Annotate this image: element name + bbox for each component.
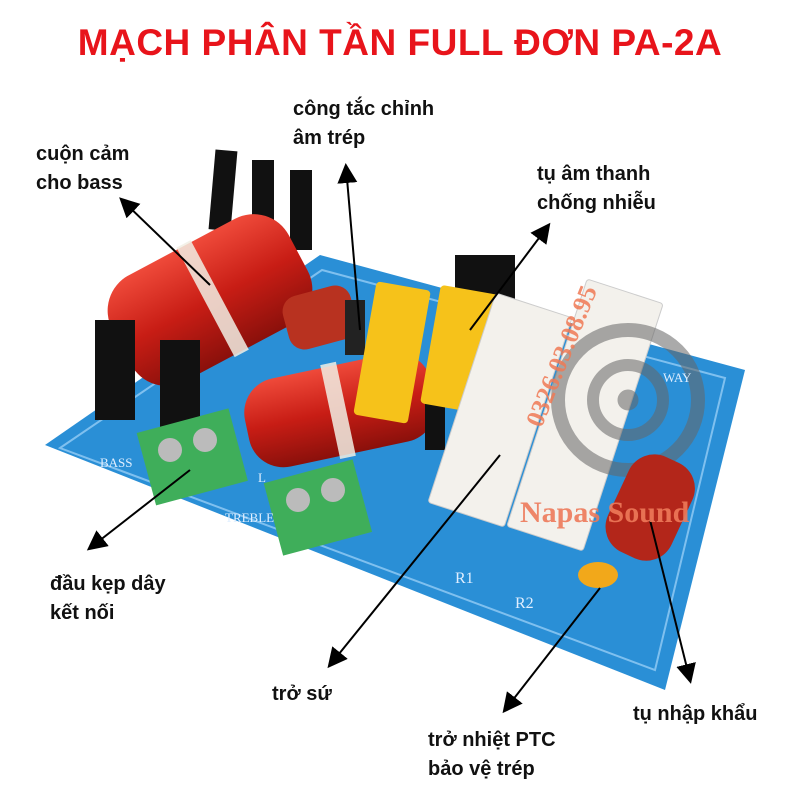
annotation-arrows	[86, 163, 696, 714]
terminal-block-bass	[136, 408, 248, 506]
label-bass-coil: cuộn cảm cho bass	[36, 140, 129, 198]
label-ceramic-resistor: trở sứ	[272, 680, 332, 709]
watermark-logo	[551, 323, 705, 477]
film-capacitor-small	[282, 285, 358, 350]
arrow-ptc	[502, 587, 601, 714]
imported-capacitor	[605, 454, 695, 561]
arrow-imported-cap	[649, 519, 696, 684]
terminal-block-treble	[263, 459, 373, 556]
label-line: cuộn cảm	[36, 143, 130, 165]
bass-inductor	[95, 149, 313, 430]
silk-treble: TREBLE	[225, 510, 275, 525]
silk-l: L	[258, 470, 266, 485]
page-title: MẠCH PHÂN TẦN FULL ĐƠN PA-2A	[77, 22, 723, 63]
arrow-bass-coil	[119, 197, 211, 286]
silk-r1: R1	[455, 570, 474, 587]
label-line: công tắc chỉnh	[293, 98, 435, 120]
arrow-terminals	[86, 469, 191, 551]
label-ptc: trở nhiệt PTC bảo vệ trép	[428, 726, 556, 784]
label-line: bảo vệ trép	[428, 758, 535, 780]
label-line: trở sứ	[272, 683, 332, 705]
ptc-thermistor	[578, 562, 618, 588]
label-line: chống nhiễu	[537, 192, 656, 214]
watermark-name: Napas Sound	[520, 496, 690, 529]
label-line: tụ âm thanh	[537, 163, 651, 185]
yellow-capacitor-1	[353, 281, 431, 424]
label-line: trở nhiệt PTC	[428, 729, 556, 751]
label-line: cho bass	[36, 172, 123, 194]
label-line: kết nối	[50, 602, 115, 624]
silk-bass: BASS	[100, 455, 133, 470]
label-line: tụ nhập khẩu	[633, 703, 758, 725]
label-terminals: đầu kẹp dây kết nối	[50, 570, 166, 628]
label-treble-switch: công tắc chỉnh âm trép	[293, 95, 434, 153]
silk-way: WAY	[663, 370, 692, 385]
ceramic-resistor-r2	[507, 279, 663, 551]
ceramic-resistor-r1	[428, 293, 572, 527]
silk-r2: R2	[515, 595, 534, 612]
label-line: âm trép	[293, 127, 366, 149]
label-imported-cap: tụ nhập khẩu	[633, 700, 757, 729]
treble-switch	[345, 300, 365, 355]
arrow-noise-cap	[469, 222, 551, 331]
label-line: đầu kẹp dây	[50, 573, 166, 595]
arrow-treble-switch	[337, 163, 361, 331]
label-noise-cap: tụ âm thanh chống nhiễu	[537, 160, 656, 218]
arrow-ceramic-resistor	[327, 454, 501, 669]
